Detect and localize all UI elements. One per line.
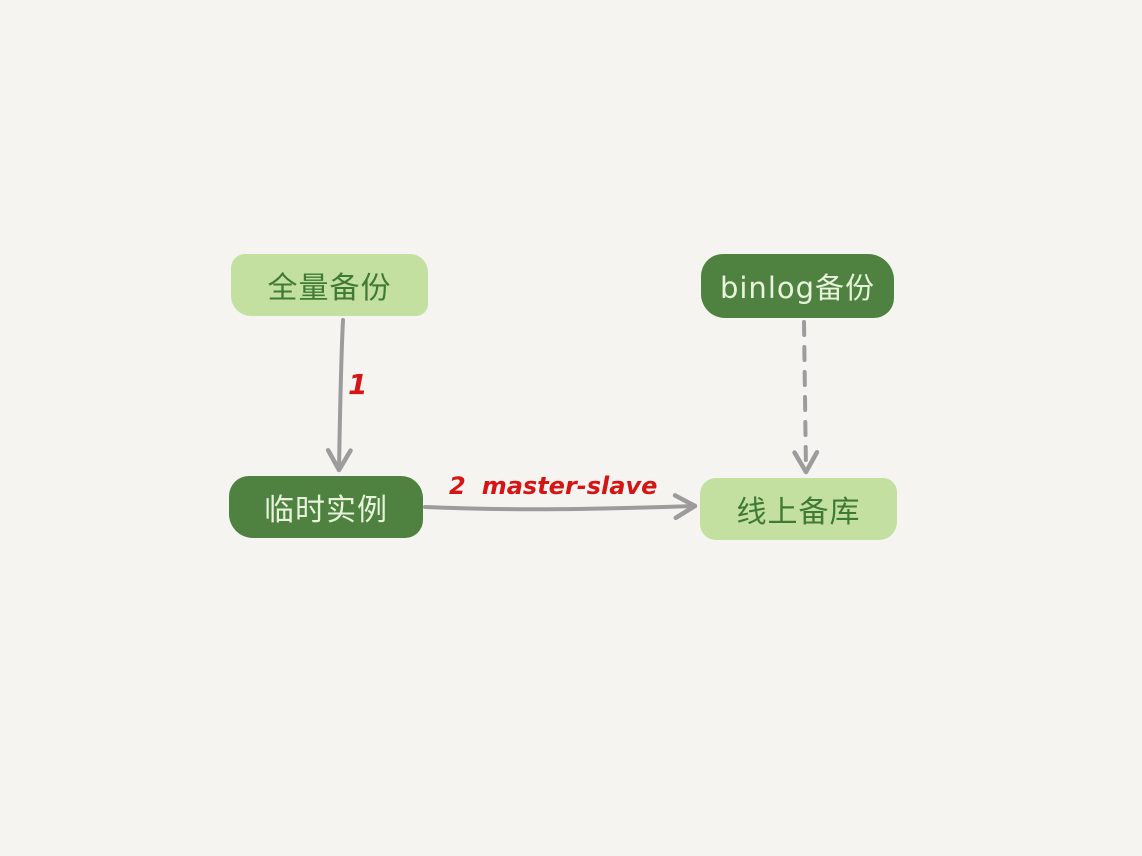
arrow-temp-to-replica xyxy=(423,493,698,521)
edge-label-step-2-text: master-slave xyxy=(481,472,658,500)
edge-label-step-2-number: 2 xyxy=(449,472,466,500)
node-temp-instance: 临时实例 xyxy=(229,476,423,538)
arrow-full-to-temp xyxy=(325,318,353,473)
node-full-backup: 全量备份 xyxy=(231,254,428,316)
node-binlog-backup: binlog备份 xyxy=(701,254,894,318)
edge-label-step-1: 1 xyxy=(348,368,368,401)
edge-label-step-2: 2 master-slave xyxy=(449,472,657,500)
arrow-binlog-to-replica xyxy=(792,320,820,475)
node-online-replica: 线上备库 xyxy=(700,478,897,540)
